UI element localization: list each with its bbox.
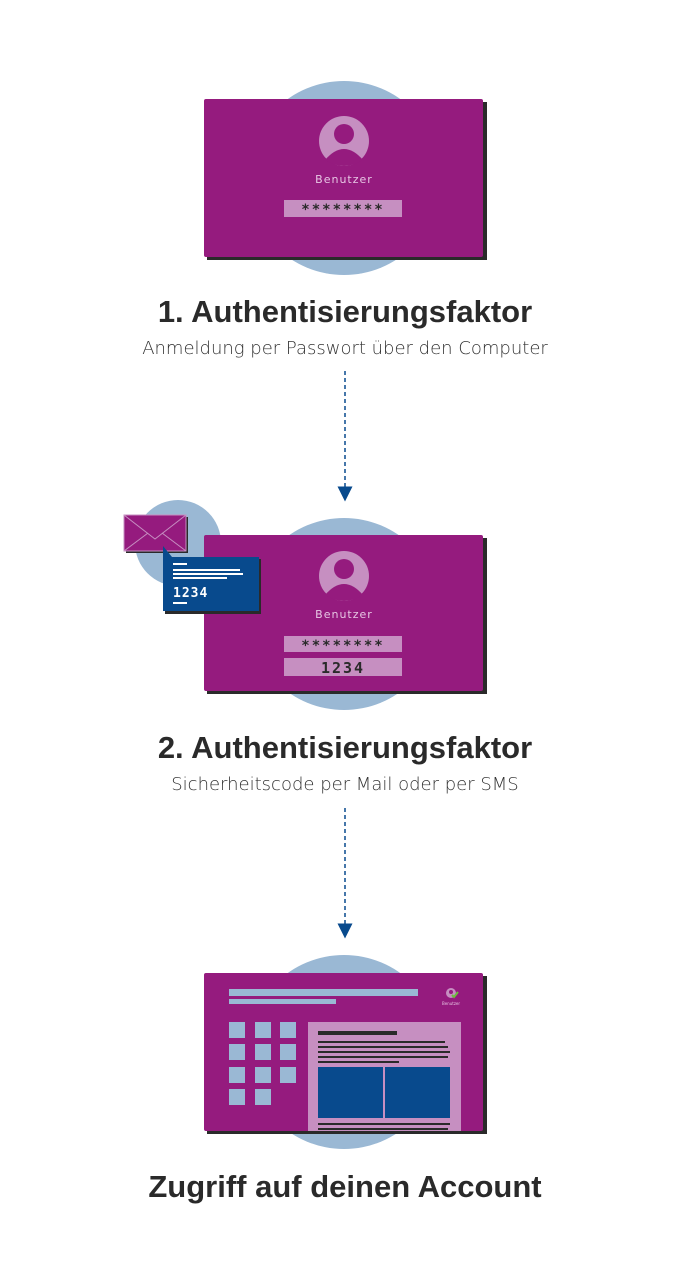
step3-illustration: Benutzer [204, 955, 487, 1149]
code-field [284, 658, 402, 676]
password-value: ******** [301, 202, 384, 218]
step1-subtitle: Anmeldung per Passwort über den Computer [142, 338, 548, 359]
step1-title: 1. Authentisierungsfaktor [158, 294, 532, 329]
step2-title: 2. Authentisierungsfaktor [158, 730, 532, 765]
password-field [284, 636, 402, 652]
step2-illustration: Benutzer ******** 1234 1234 [123, 500, 487, 710]
password-value: ******** [301, 638, 384, 654]
code-value: 1234 [321, 659, 365, 677]
app-tiles [229, 1022, 296, 1105]
user-label: Benutzer [315, 173, 373, 186]
login-screen [204, 535, 483, 691]
user-verified-icon [446, 988, 459, 999]
step2-subtitle: Sicherheitscode per Mail oder per SMS [171, 774, 518, 795]
sms-bubble-icon [163, 546, 261, 614]
login-screen [204, 99, 483, 257]
user-label: Benutzer [442, 1001, 460, 1006]
envelope-icon [123, 514, 188, 553]
step1-illustration: Benutzer ******** [204, 81, 487, 275]
sms-code: 1234 [173, 586, 208, 601]
user-avatar-icon [319, 116, 369, 166]
user-avatar-icon [319, 551, 369, 601]
password-field [284, 200, 402, 217]
step3-title: Zugriff auf deinen Account [148, 1169, 541, 1204]
user-label: Benutzer [315, 608, 373, 621]
